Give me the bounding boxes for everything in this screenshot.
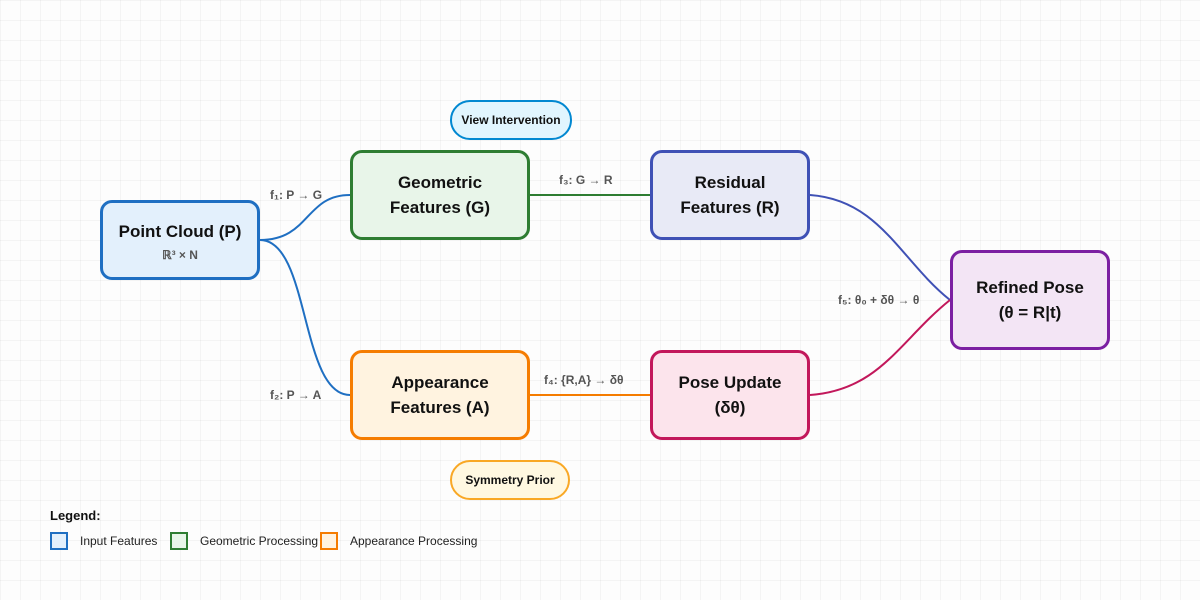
node-point-cloud-title: Point Cloud (P) [118,221,242,241]
edge-f5-residual [809,194,951,301]
edge-label-f1: f₁: P → G [270,188,323,202]
node-geometric-features: Geometric Features (G) [350,150,530,240]
node-refined-pose: Refined Pose (θ = R|t) [950,250,1110,350]
node-point-cloud: Point Cloud (P) ℝ³ × N [100,200,260,280]
node-residual-features: Residual Features (R) [650,150,810,240]
node-pose-update-title: Pose Update (δθ) [678,373,782,417]
edge-f2 [259,239,351,396]
edge-f1 [259,194,351,241]
edge-label-f4: f₄: {R,A} → δθ [544,373,624,387]
legend-label-geometric: Geometric Processing [200,534,319,548]
legend-item-appearance: Appearance Processing [320,530,477,552]
pill-view-intervention: View Intervention [450,100,572,140]
legend-swatch-appearance [320,532,338,550]
legend-swatch-geometric [170,532,188,550]
edge-label-f2: f₂: P → A [270,388,322,402]
node-geometric-features-title: Geometric Features (G) [389,173,491,217]
edge-label-f3: f₃: G → R [559,173,613,187]
node-residual-features-title: Residual Features (R) [680,173,780,217]
pill-symmetry-prior: Symmetry Prior [450,460,570,500]
legend-label-input: Input Features [80,534,158,548]
legend-title: Legend: [50,508,101,523]
node-refined-pose-title: Refined Pose (θ = R|t) [976,278,1084,322]
legend-swatch-input [50,532,68,550]
edge-f5-update [809,299,951,396]
node-appearance-features-title: Appearance Features (A) [390,373,490,417]
node-point-cloud-subtitle: ℝ³ × N [162,247,198,262]
legend-label-appearance: Appearance Processing [350,534,478,548]
legend-item-geometric: Geometric Processing [170,530,318,552]
node-pose-update: Pose Update (δθ) [650,350,810,440]
legend-item-input: Input Features [50,530,157,552]
node-appearance-features: Appearance Features (A) [350,350,530,440]
edge-label-f5: f₅: θ₀ + δθ → θ [838,293,920,307]
